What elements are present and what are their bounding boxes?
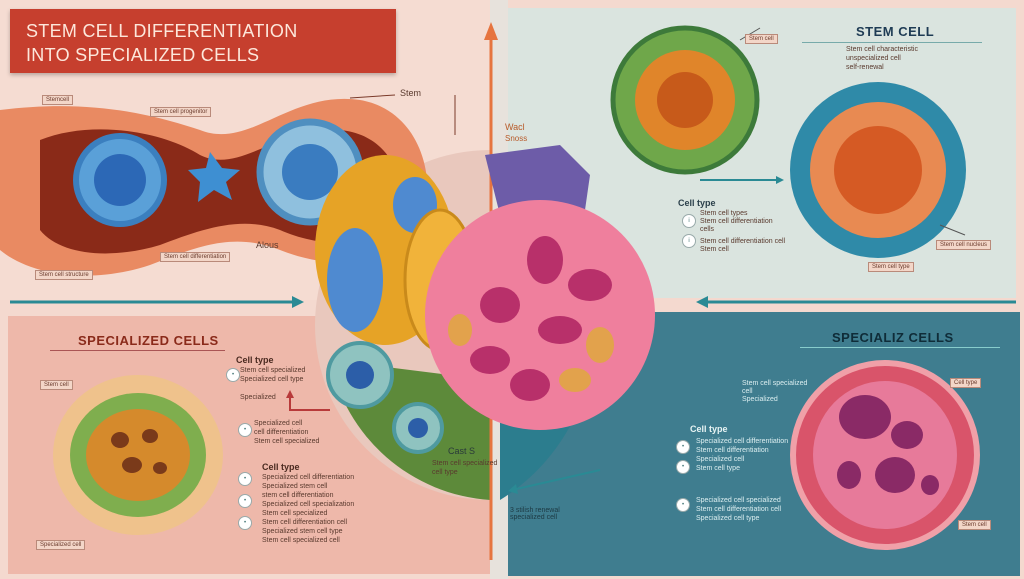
label-wbc2: Snoss: [505, 134, 528, 143]
stem-cell-left-nucleus: [94, 154, 146, 206]
specializ-heading: SPECIALIZ CELLS: [832, 330, 954, 345]
tag-stem-cell-top: Stem cell: [745, 34, 778, 44]
tag-bl-stem-cell: Stem cell: [40, 380, 73, 390]
center-cell-cluster: [315, 145, 655, 454]
bl-ct2-3: stem cell differentiation: [262, 492, 334, 499]
br-ct-4: Stem cell type: [696, 465, 740, 472]
bl-cell-type2-heading: Cell type: [262, 462, 300, 472]
bl-ct2-4: Specialized cell specialization: [262, 501, 355, 508]
cast-desc-1: Stem cell specialized: [432, 460, 498, 467]
br-cell-type-heading: Cell type: [690, 424, 728, 434]
bl-ct2-7: Specialized stem cell type: [262, 528, 343, 535]
bl-ct2-6: Stem cell differentiation cell: [262, 519, 348, 526]
bl-line2-3: Stem cell specialized: [254, 438, 320, 445]
stem-desc-2: unspecialized cell: [846, 55, 901, 62]
specialized-cell-core: [86, 409, 190, 501]
br-l2-1: Specialized cell specialized: [696, 497, 781, 504]
bl-icon-1: •: [226, 368, 240, 382]
br-desc-1: Stem cell specialized: [742, 380, 808, 387]
tag-stem-nucleus: Stem cell nucleus: [936, 240, 992, 250]
br-ct-2: Stem cell differentiation: [696, 447, 769, 454]
br-icon-3: •: [676, 498, 690, 512]
tag-br-stem-cell: Stem cell: [958, 520, 991, 530]
stem-desc-3: self-renewal: [846, 64, 884, 71]
label-cast: Cast S: [448, 446, 476, 456]
tag-differentiation: Stem cell differentiation: [160, 252, 231, 262]
center-ct-line-3: cells: [700, 226, 715, 233]
bl-icon-4: •: [238, 494, 252, 508]
cast-desc-2: cell type: [432, 469, 458, 476]
specialized-heading: SPECIALIZED CELLS: [78, 333, 219, 348]
bl-ct2-1: Specialized cell differentiation: [262, 474, 355, 481]
blue-stem-cell-nucleus: [834, 126, 922, 214]
bl-ct2-2: Specialized stem cell: [262, 483, 328, 490]
label-alous: Alous: [256, 240, 279, 250]
tag-br-cell-type: Cell type: [950, 378, 982, 388]
title-line-1: STEM CELL DIFFERENTIATION: [26, 21, 298, 41]
bl-icon-5: •: [238, 516, 252, 530]
stem-cell-right-nucleus: [282, 144, 338, 200]
tag-bl-specialized: Specialized cell: [36, 540, 86, 550]
title-banner: STEM CELL DIFFERENTIATION INTO SPECIALIZ…: [10, 9, 396, 73]
bottom-left-illustration: [53, 375, 223, 535]
center-ct-line-2: Stem cell differentiation: [700, 218, 773, 225]
br-ct-3: Specialized cell: [696, 456, 745, 463]
br-desc-2: cell: [742, 388, 753, 395]
bottom-caption: 3 stilish renewal specialized cell: [510, 507, 560, 521]
bl-line2-2: cell differentiation: [254, 429, 309, 436]
title-line-2: INTO SPECIALIZED CELLS: [26, 45, 260, 65]
br-desc-3: Specialized: [742, 396, 778, 403]
bl-ct-line-1: Stem cell specialized: [240, 367, 306, 374]
label-wbc: Wacl: [505, 122, 525, 132]
label-stem: Stem: [400, 88, 422, 98]
tag-stem-type: Stem cell type: [868, 262, 914, 272]
top-right-illustration: [610, 25, 966, 258]
info-icon-1: i: [682, 214, 696, 228]
tag-structure: Stem cell structure: [35, 270, 93, 280]
tag-progenitor: Stem cell progenitor: [150, 107, 212, 117]
stem-cell-heading: STEM CELL: [856, 24, 935, 39]
bottom-caption-1: 3 stilish renewal: [510, 507, 560, 514]
bl-ct2-8: Stem cell specialized cell: [262, 537, 340, 544]
br-icon-2: •: [676, 460, 690, 474]
br-icon-1: •: [676, 440, 690, 454]
bl-ct-line-3: Specialized: [240, 394, 276, 401]
vertical-arrow-head: [484, 22, 498, 40]
bottom-caption-2: specialized cell: [510, 514, 558, 521]
stem-desc-1: Stem cell characteristic: [846, 46, 918, 53]
bl-ct-line-2: Specialized cell type: [240, 376, 304, 383]
bl-line2-1: Specialized cell: [254, 420, 303, 427]
bl-icon-2: •: [238, 423, 252, 437]
tag-stemcell: Stemcell: [42, 95, 74, 105]
info-icon-2: i: [682, 234, 696, 248]
center-ct-line-5: Stem cell: [700, 246, 729, 253]
center-cell-type-block: Cell type: [678, 198, 716, 208]
center-ct-line-1: Stem cell types: [700, 210, 748, 217]
center-ct-line-4: Stem cell differentiation cell: [700, 238, 786, 245]
blue-cell-nucleus-1: [327, 228, 383, 332]
br-l2-2: Stem cell differentiation cell: [696, 506, 782, 513]
br-l2-3: Specialized cell type: [696, 515, 760, 522]
bl-cell-type-heading: Cell type: [236, 355, 274, 365]
center-cell-type-heading: Cell type: [678, 198, 716, 208]
bottom-right-illustration: [790, 360, 980, 550]
bl-icon-3: •: [238, 472, 252, 486]
small-progenitor-cell: [188, 152, 240, 202]
br-ct-1: Specialized cell differentiation: [696, 438, 789, 445]
bl-ct2-5: Stem cell specialized: [262, 510, 328, 517]
